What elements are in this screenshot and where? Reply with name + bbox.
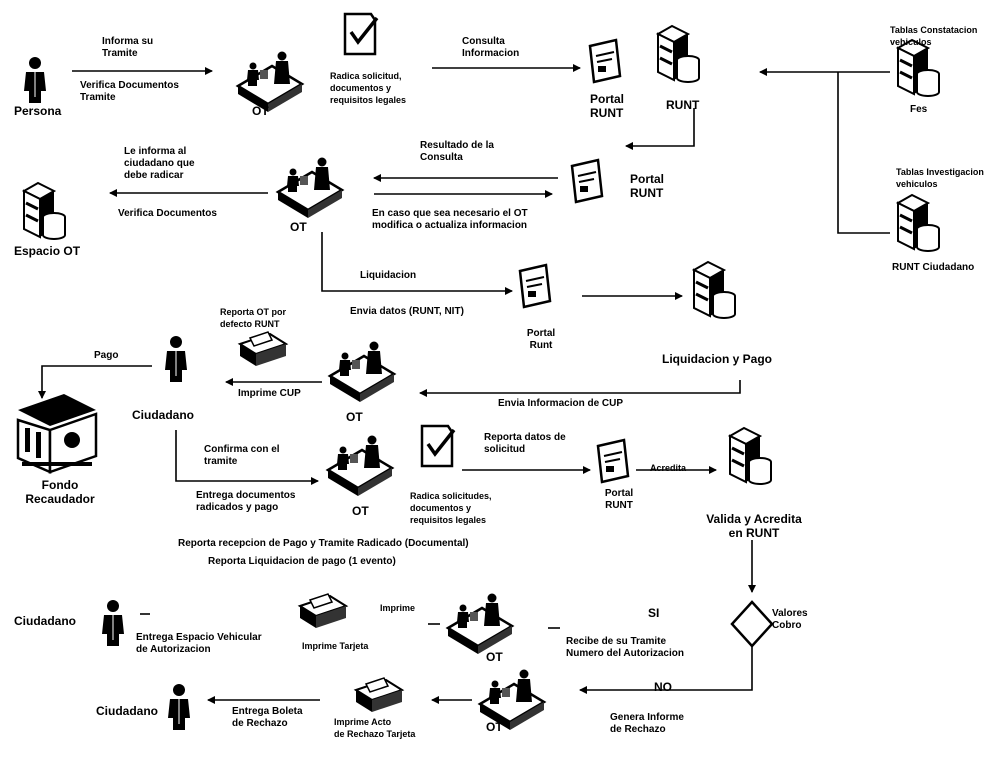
edge-label: Imprime Tarjeta <box>302 641 369 651</box>
actor-ot: OT <box>486 650 503 664</box>
edge-label: Imprime CUP <box>238 388 301 399</box>
system-runt: RUNT <box>666 98 700 112</box>
runt-ciudadano-server-icon <box>896 193 941 253</box>
edge-label: Entrega Boleta de Rechazo <box>232 706 303 729</box>
persona-icon <box>23 56 47 104</box>
portal-document-icon <box>570 158 604 204</box>
system-portal-runt: Portal RUNT <box>604 488 634 511</box>
actor-ot: OT <box>252 104 269 118</box>
checklist-icon <box>420 424 456 468</box>
system-policia-caption: Tablas Investigacion vehiculos <box>896 167 984 189</box>
edge-label: Liquidacion <box>360 270 417 281</box>
edge-label: Reporta Liquidacion de pago (1 evento) <box>208 556 396 567</box>
actor-ot: OT <box>346 410 363 424</box>
system-liquidacion: Liquidacion y Pago <box>662 352 773 366</box>
edge-label: Verifica Documentos Tramite <box>80 80 179 103</box>
fiscalia-server-icon <box>896 38 941 98</box>
ot-desk-icon <box>328 340 396 404</box>
decision-no: NO <box>654 680 672 694</box>
edge-liquidacion <box>321 232 513 295</box>
edge-label: Recibe de su Tramite Numero del Autoriza… <box>566 636 684 659</box>
actor-ciudadano: Ciudadano <box>96 704 158 718</box>
decision-label: Valores Cobro <box>772 608 808 631</box>
actor-ot: OT <box>352 504 369 518</box>
system-fiscalia-caption: Tablas Constatacion vehiculos <box>890 25 978 47</box>
actor-ot: OT <box>290 220 307 234</box>
actor-espacio-ot: Espacio OT <box>14 244 81 258</box>
edge-label: Le informa al ciudadano que debe radicar <box>124 146 195 181</box>
printer-icon <box>239 331 287 367</box>
edge-label: Radica solicitud, documentos y requisito… <box>330 71 407 105</box>
decision-diamond <box>730 600 774 648</box>
edge-runt-to-portal <box>625 108 695 150</box>
edge-label: Envia Informacion de CUP <box>498 398 624 409</box>
edge-runt-ciudadano-link <box>837 72 890 234</box>
edge-label: Reporta OT por defecto RUNT <box>220 307 287 329</box>
actor-fondo-recaudador: Fondo Recaudador <box>25 478 95 506</box>
edge-label: Resultado de la Consulta <box>420 140 494 163</box>
runt-server-icon <box>656 24 701 84</box>
ot-desk-icon <box>446 592 514 656</box>
portal-document-icon <box>588 38 622 84</box>
ot-desk-icon <box>276 156 344 220</box>
printer-icon <box>355 677 403 713</box>
ciudadano-icon <box>164 335 188 383</box>
edge-label: Entrega Espacio Vehicular de Autorizacio… <box>136 632 262 655</box>
edge-label: Envia datos (RUNT, NIT) <box>350 306 464 317</box>
edge-ciudadano-to-ot <box>175 430 319 485</box>
edge-label: Imprime <box>380 603 416 613</box>
ot-desk-icon <box>326 434 394 498</box>
actor-ot: OT <box>486 720 503 734</box>
portal-document-icon <box>518 263 552 309</box>
edge-envia-cup <box>419 380 741 397</box>
actor-ciudadano: Ciudadano <box>132 408 194 422</box>
system-portal-runt: Portal RUNT <box>630 172 665 200</box>
valida-server-icon <box>728 426 773 486</box>
decision-si: SI <box>648 606 660 620</box>
liquidacion-server-icon <box>692 260 737 320</box>
edge-label: Radica solicitudes, documentos y requisi… <box>410 491 492 525</box>
edge-label: Entrega documentos radicados y pago <box>196 490 296 513</box>
edge-label: En caso que sea necesario el OT modifica… <box>372 208 528 231</box>
edge-label: Consulta Informacion <box>462 36 520 59</box>
system-valida-acredita: Valida y Acredita en RUNT <box>706 512 802 540</box>
ot-desk-icon <box>236 50 304 114</box>
printer-icon <box>299 593 347 629</box>
system-portal-runt: Portal Runt <box>526 328 556 351</box>
edge-label: Pago <box>94 350 119 361</box>
ciudadano-icon <box>167 683 191 731</box>
actor-persona: Persona <box>14 104 62 118</box>
espacio-ot-server-icon <box>22 181 67 241</box>
checklist-icon <box>343 12 379 56</box>
edge-pago <box>38 365 152 399</box>
system-fiscalia-label: Fes <box>910 104 928 115</box>
edge-label: Informa su Tramite <box>102 36 154 59</box>
actor-ciudadano: Ciudadano <box>14 614 76 628</box>
ciudadano-icon <box>101 599 125 647</box>
edge-label: Reporta recepcion de Pago y Tramite Radi… <box>178 538 469 549</box>
system-portal-runt: Portal RUNT <box>590 92 625 120</box>
bank-building-icon <box>16 394 98 474</box>
edge-label: Acredita <box>650 463 687 473</box>
edge-label: Verifica Documentos <box>118 208 217 219</box>
edge-label: Genera Informe de Rechazo <box>610 712 684 735</box>
portal-document-icon <box>596 438 630 484</box>
edge-no-rechazo <box>579 646 753 694</box>
edge-label: Reporta datos de solicitud <box>484 432 566 455</box>
system-runt-ciudadano: RUNT Ciudadano <box>892 262 975 273</box>
edge-label: Confirma con el tramite <box>204 444 280 467</box>
edge-label: Imprime Acto de Rechazo Tarjeta <box>334 717 416 739</box>
